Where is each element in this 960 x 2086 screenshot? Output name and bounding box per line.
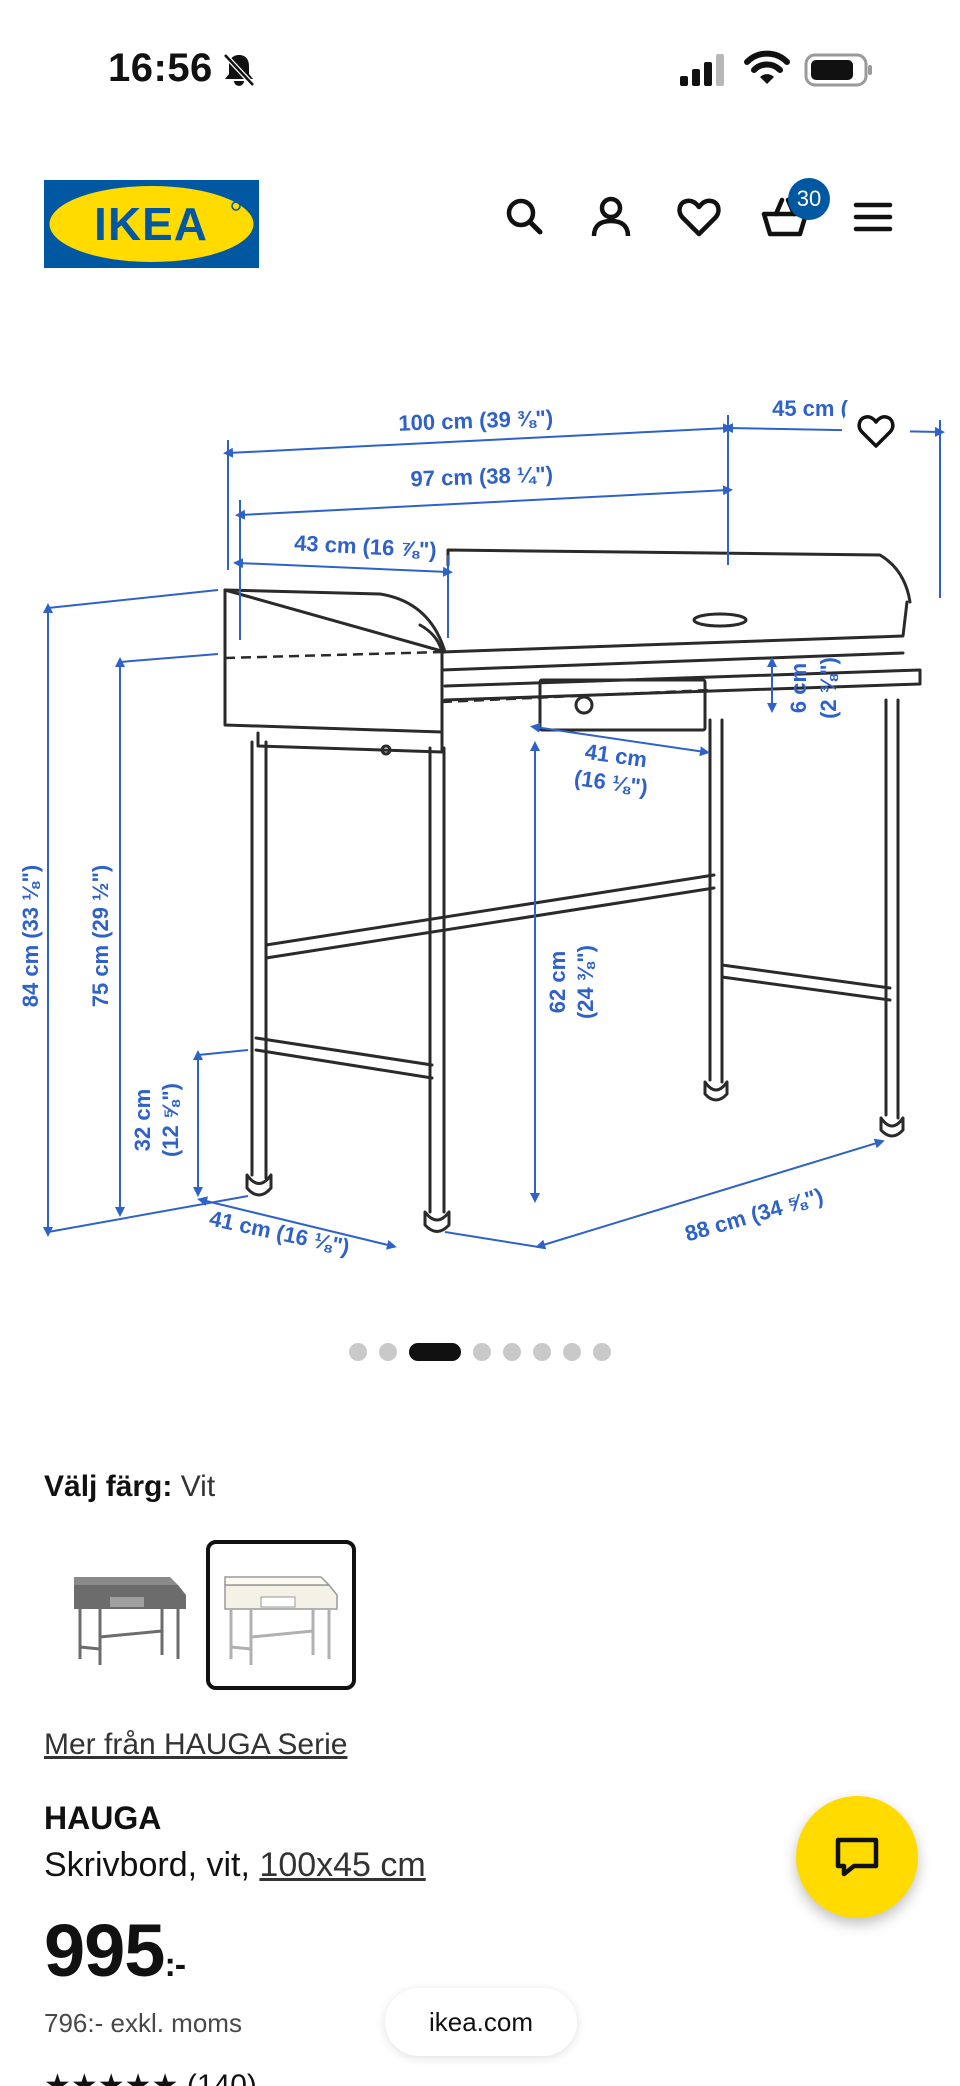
price-excl-vat: 796:- exkl. moms: [44, 2008, 242, 2038]
dim-height-desk: 75 cm (29 ½"): [88, 865, 113, 1008]
chat-button[interactable]: [796, 1796, 918, 1918]
image-favorite-button[interactable]: [842, 396, 910, 464]
product-description: Skrivbord, vit, 100x45 cm: [44, 1846, 426, 1885]
product-description-text: Skrivbord, vit,: [44, 1846, 250, 1884]
heart-icon: [857, 415, 895, 448]
desk-grey-thumbnail: [74, 1577, 186, 1665]
desk-white-thumbnail: [224, 1576, 338, 1665]
dim-width-inner: 97 cm (38 ¼"): [410, 462, 553, 492]
browser-url-bar[interactable]: ikea.com: [385, 1988, 577, 2056]
menu-icon[interactable]: [848, 192, 898, 242]
status-time: 16:56: [108, 46, 213, 90]
dim-height-bar-in: (12 ⅝"): [158, 1083, 183, 1157]
dim-width-total: 100 cm (39 ⅜"): [398, 405, 554, 435]
wifi-icon: [744, 50, 790, 84]
dim-shelf-width: 43 cm (16 ⅞"): [294, 530, 438, 562]
dim-height-under-in: (24 ⅜"): [573, 945, 598, 1019]
dim-height-bar: 32 cm: [130, 1089, 155, 1151]
series-link[interactable]: Mer från HAUGA Serie: [44, 1728, 348, 1761]
ikea-logo[interactable]: IKEA: [44, 180, 259, 268]
dimension-drawing: 100 cm (39 ⅜") 97 cm (38 ¼") 45 cm ( 43 …: [18, 396, 945, 1260]
product-dimension-image[interactable]: 100 cm (39 ⅜") 97 cm (38 ¼") 45 cm ( 43 …: [0, 370, 960, 1310]
dim-drawer-height-in: (2 ⅜"): [816, 657, 841, 719]
color-selector-label: Välj färg: Vit: [44, 1470, 215, 1504]
signal-icon: [680, 54, 724, 86]
logo-text: IKEA: [94, 198, 208, 250]
carousel-dot[interactable]: [379, 1343, 397, 1361]
price-value: 995: [44, 1909, 165, 1992]
product-size-link[interactable]: 100x45 cm: [259, 1846, 426, 1884]
carousel-dot[interactable]: [563, 1343, 581, 1361]
status-bar: 16:56: [0, 0, 960, 140]
color-label-text: Välj färg:: [44, 1470, 173, 1503]
rating-stars: ★★★★★: [44, 2069, 179, 2086]
rating-count: (140): [186, 2069, 257, 2086]
search-icon[interactable]: [500, 192, 550, 242]
account-icon[interactable]: [586, 192, 636, 242]
dim-height-total: 84 cm (33 ⅛"): [18, 865, 43, 1008]
battery-icon: [804, 53, 872, 87]
image-carousel-dots: [0, 1340, 960, 1364]
dim-depth-top: 45 cm (: [772, 396, 848, 421]
color-swatch-grey[interactable]: [55, 1540, 205, 1690]
carousel-dot[interactable]: [533, 1343, 551, 1361]
dim-depth-bottom: 88 cm (34 ⅝"): [682, 1183, 826, 1246]
site-header: IKEA 30: [0, 170, 960, 280]
product-rating[interactable]: ★★★★★ (140): [44, 2068, 257, 2086]
product-price: 995:-: [44, 1908, 186, 1993]
carousel-dot-active[interactable]: [409, 1343, 461, 1361]
color-value: Vit: [180, 1470, 216, 1503]
carousel-dot[interactable]: [503, 1343, 521, 1361]
cart-count-badge: 30: [788, 178, 830, 220]
chat-icon: [835, 1837, 879, 1877]
carousel-dot[interactable]: [593, 1343, 611, 1361]
dim-depth-side: 41 cm (16 ⅛"): [207, 1206, 352, 1260]
bell-off-icon: [223, 53, 255, 87]
carousel-dot[interactable]: [473, 1343, 491, 1361]
dim-drawer-height: 6 cm: [786, 663, 811, 713]
carousel-dot[interactable]: [349, 1343, 367, 1361]
dim-height-under: 62 cm: [545, 951, 570, 1013]
product-name: HAUGA: [44, 1800, 162, 1836]
wishlist-icon[interactable]: [674, 192, 724, 242]
color-swatch-white[interactable]: [206, 1540, 356, 1690]
price-suffix: :-: [164, 1946, 186, 1984]
